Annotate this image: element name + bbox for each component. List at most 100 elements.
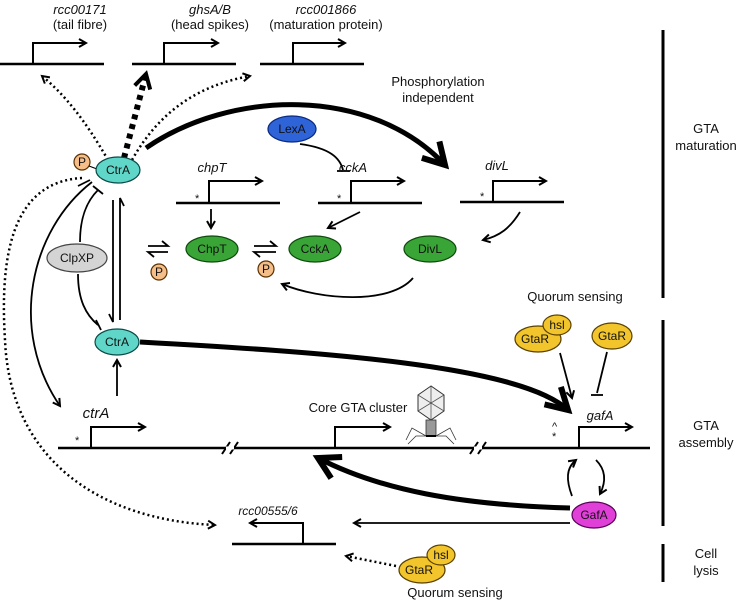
repression-bar bbox=[95, 319, 102, 331]
phosphate-label: P bbox=[262, 262, 270, 276]
promoter-arrow bbox=[163, 43, 218, 64]
promoter-arrow bbox=[292, 43, 345, 64]
phosphate-circle bbox=[73, 153, 91, 171]
gene-label: divL bbox=[485, 158, 509, 173]
gene-description: (tail fibre) bbox=[53, 17, 107, 32]
promoter-arrow bbox=[208, 181, 262, 203]
gene-label-ctra: ctrA bbox=[83, 405, 110, 422]
hsl-label: hsl bbox=[433, 548, 448, 562]
gene-divL: divL * bbox=[460, 158, 564, 240]
chromosome-break bbox=[221, 441, 239, 455]
rcc00555-promoter-arrow bbox=[250, 523, 304, 544]
divl-protein bbox=[403, 235, 457, 263]
ctra-equilibrium-arrows bbox=[108, 197, 125, 323]
star-marker: * bbox=[337, 193, 342, 205]
clpxp-inhibit-ctra-p bbox=[79, 189, 99, 243]
expression-arrow bbox=[328, 211, 361, 228]
clpxp-label: ClpXP bbox=[60, 251, 94, 265]
ctra-p-protein bbox=[95, 156, 141, 184]
phosphate-circle bbox=[257, 260, 275, 278]
gtar-label: GtaR bbox=[405, 563, 433, 577]
equilibrium-arrow-chpt-ccka bbox=[251, 240, 279, 258]
expression-arrow bbox=[483, 211, 521, 240]
gene-description: (maturation protein) bbox=[269, 17, 382, 32]
gtar-protein bbox=[591, 322, 633, 350]
ctra-to-gafa-arrow bbox=[139, 339, 568, 410]
star-marker: * bbox=[75, 435, 80, 447]
activation-arrow-ctra-ghsab bbox=[121, 74, 146, 159]
gafa-label: GafA bbox=[580, 508, 607, 522]
phosphate-label: P bbox=[155, 265, 163, 279]
promoter-arrow bbox=[492, 181, 546, 202]
ccka-protein bbox=[288, 235, 342, 263]
gafa-protein bbox=[571, 501, 617, 529]
lexa-protein bbox=[267, 115, 317, 143]
gtar-label: GtaR bbox=[598, 329, 626, 343]
ccka-label: CckA bbox=[301, 242, 330, 256]
gene-description: (head spikes) bbox=[171, 17, 249, 32]
gene-label: ghsA/B bbox=[189, 2, 231, 17]
gene-label: rcc001866 bbox=[296, 2, 357, 17]
gene-label-rcc00555: rcc00555/6 bbox=[238, 504, 298, 518]
gene-ghsAB: ghsA/B (head spikes) bbox=[132, 2, 249, 66]
caret-marker: ^ bbox=[552, 421, 558, 433]
gene-label: chpT bbox=[198, 160, 228, 175]
section-label-assembly-2: assembly bbox=[679, 435, 734, 450]
phospho-independent-label: Phosphorylation bbox=[391, 74, 484, 89]
core-cluster-label: Core GTA cluster bbox=[309, 400, 408, 415]
promoter-arrow bbox=[32, 43, 86, 64]
phospho-independent-arrow bbox=[144, 102, 445, 165]
quorum-sensing-label: Quorum sensing bbox=[527, 289, 622, 304]
promoter-arrow bbox=[350, 181, 404, 203]
section-label-lysis: Cell bbox=[695, 546, 718, 561]
gene-label: rcc00171 bbox=[53, 2, 106, 17]
gene-label: cckA bbox=[339, 160, 367, 175]
phospho-independent-label-2: independent bbox=[402, 90, 474, 105]
hsl-molecule bbox=[542, 314, 572, 336]
clpxp-inhibit-ctra bbox=[77, 273, 99, 326]
hsl-molecule bbox=[426, 544, 456, 566]
section-label-assembly: GTA bbox=[693, 418, 719, 433]
gafa-to-core-cluster-arrow bbox=[318, 458, 571, 511]
ctra-p-lysis-arrow bbox=[2, 176, 215, 525]
quorum-sensing-label-bottom: Quorum sensing bbox=[407, 585, 502, 600]
activation-arrow-ctra-rcc00171 bbox=[42, 76, 110, 161]
gtar-label: GtaR bbox=[521, 332, 549, 346]
phosphate-circle bbox=[150, 263, 168, 281]
ctra-p-autoregulation-arrow bbox=[30, 181, 93, 406]
lexa-repression bbox=[299, 143, 344, 171]
gafa-promoter-arrow bbox=[578, 427, 632, 448]
gene-label-gafa: gafA bbox=[587, 408, 614, 423]
divl-phospho-arrow bbox=[282, 277, 414, 298]
gene-chpT: chpT * bbox=[176, 160, 280, 228]
star-marker: * bbox=[552, 431, 557, 443]
section-label-lysis-2: lysis bbox=[693, 563, 719, 578]
equilibrium-arrow-ctra-chpt bbox=[145, 240, 171, 258]
ctra-label: CtrA bbox=[105, 335, 129, 349]
core-cluster-promoter-arrow bbox=[334, 427, 390, 448]
hsl-label: hsl bbox=[549, 318, 564, 332]
gtar-hsl-activation-arrow bbox=[559, 352, 572, 398]
clpxp-protein bbox=[46, 243, 108, 273]
ctra-p-label: CtrA bbox=[106, 163, 130, 177]
lexa-label: LexA bbox=[278, 122, 305, 136]
gafa-expression-arrow bbox=[595, 459, 604, 494]
star-marker: * bbox=[195, 193, 200, 205]
ctra-promoter-arrow bbox=[90, 427, 145, 448]
star-marker: * bbox=[480, 191, 485, 203]
gene-cckA: cckA * bbox=[318, 160, 422, 228]
gafa-autoregulation-arrow bbox=[567, 460, 576, 497]
gene-rcc001866: rcc001866 (maturation protein) bbox=[260, 2, 383, 66]
repression-bar bbox=[77, 179, 91, 187]
phage-particle-icon bbox=[405, 385, 457, 445]
repression-bar bbox=[92, 185, 104, 195]
phosphate-label: P bbox=[78, 155, 86, 169]
divl-label: DivL bbox=[418, 242, 442, 256]
ctra-protein bbox=[94, 328, 140, 356]
chpt-protein bbox=[185, 235, 239, 263]
gtar-repression bbox=[596, 351, 608, 394]
chpt-label: ChpT bbox=[197, 242, 227, 256]
gtar-hsl-lysis-arrow bbox=[346, 556, 397, 568]
